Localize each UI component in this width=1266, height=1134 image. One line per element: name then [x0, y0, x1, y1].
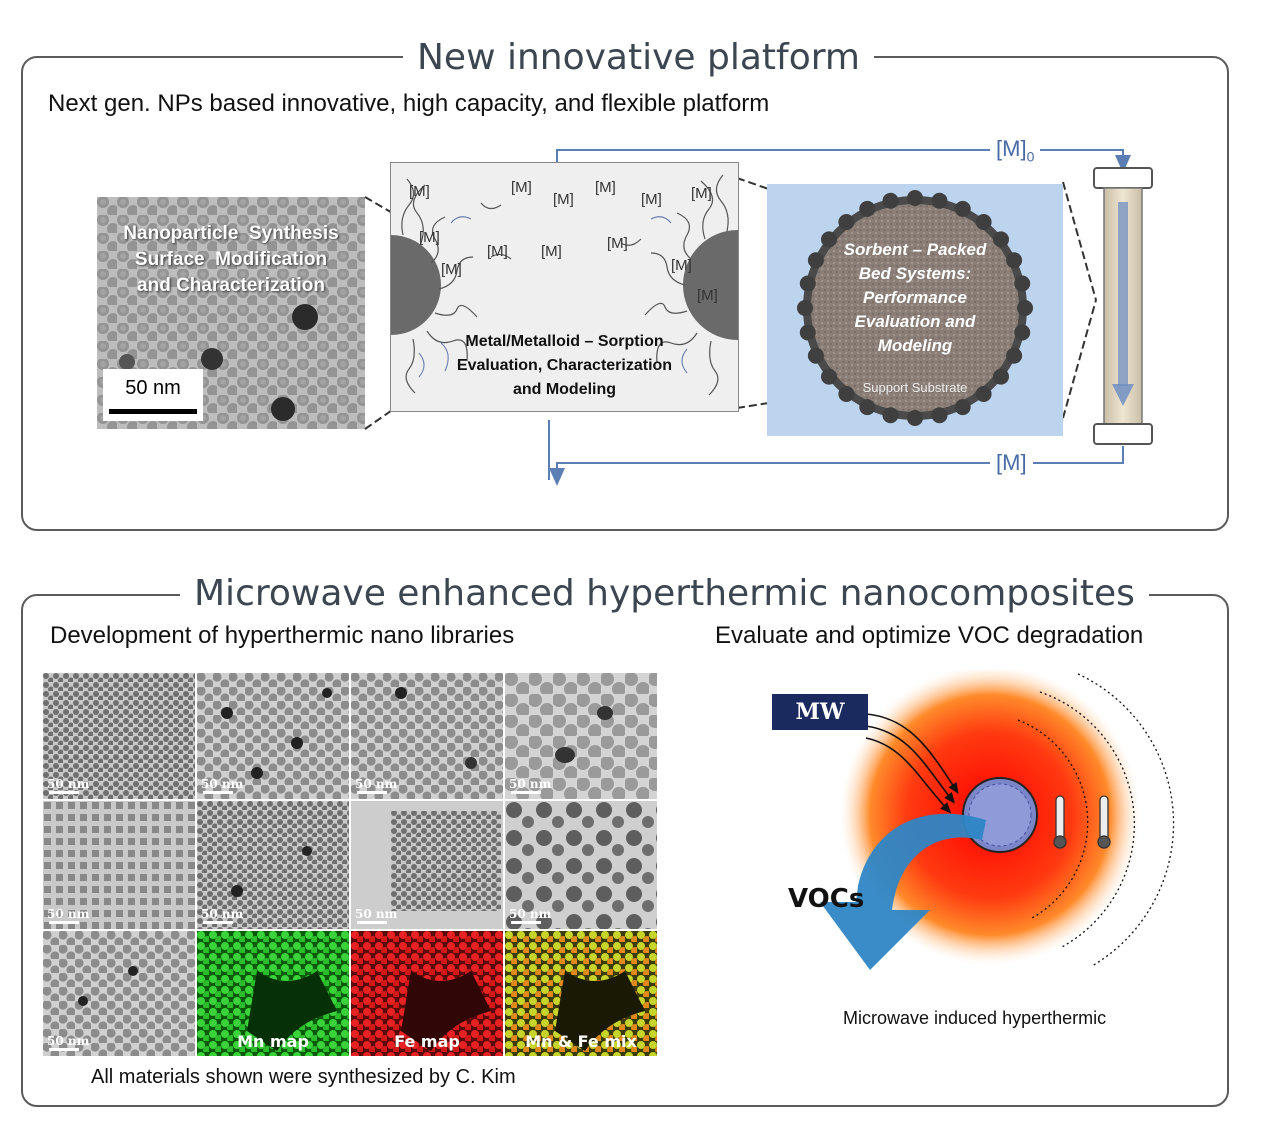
sorbent-bead	[993, 231, 1009, 248]
metal-label-2: [M]	[511, 179, 532, 196]
sorbent-bead	[807, 347, 824, 364]
metal-label-11: [M]	[441, 261, 462, 278]
sorbent-bead	[859, 399, 876, 416]
sorbent-bead	[907, 410, 923, 426]
metal-label-5: [M]	[641, 191, 662, 208]
fe-map-label: Fe map	[394, 1032, 460, 1051]
sorbent-bead	[931, 192, 948, 209]
metal-label-9: [M]	[541, 243, 562, 260]
tem-cell: 50 nm	[504, 800, 658, 930]
tem-cell: 50 nm	[196, 672, 350, 800]
sorbent-bead	[1014, 275, 1031, 292]
sorbent-bead	[993, 368, 1009, 385]
sorbent-bead	[975, 214, 992, 230]
platform-panel-title: New innovative platform	[403, 36, 874, 80]
tem-text-3: and Characterization	[137, 275, 325, 296]
sorbent-bead	[799, 275, 816, 292]
sorbent-bead	[954, 399, 971, 416]
sorbent-bead	[882, 407, 899, 424]
sorbent-bead	[1006, 252, 1023, 269]
tem-grid: 50 nm 50 nm 50 nm 50 nm 50 nm 50 nm 50 n…	[42, 672, 658, 1057]
thermometer-icon	[1097, 795, 1111, 849]
nano-libraries-heading: Development of hyperthermic nano librari…	[50, 622, 515, 649]
sorbent-bead	[1014, 324, 1031, 341]
metal-label-3: [M]	[553, 191, 574, 208]
voc-heading: Evaluate and optimize VOC degradation	[715, 622, 1144, 649]
curved-arrow-icon	[820, 813, 986, 970]
flow-in-label: [M]0	[990, 136, 1041, 165]
sorbent-bead	[797, 300, 813, 316]
metal-label-1: [M]	[409, 183, 430, 200]
sorbent-bead	[931, 407, 948, 424]
sorbent-bead	[821, 231, 837, 248]
flow-in-subscript: 0	[1026, 148, 1035, 165]
sorbent-bead	[821, 368, 837, 385]
sorbent-bead	[1006, 347, 1023, 364]
tem-text-1: Nanoparticle Synthesis	[123, 223, 339, 244]
flow-out-label: [M]	[990, 450, 1033, 476]
tem-cell: 50 nm	[504, 672, 658, 800]
sorbent-bead	[975, 386, 992, 402]
metal-label-6: [M]	[691, 185, 712, 202]
sorbent-text-4: Evaluation and	[854, 312, 976, 331]
sorbent-bead	[799, 324, 816, 341]
scale-bar-line	[109, 409, 197, 414]
packed-column	[1090, 166, 1156, 448]
tem-cell: 50 nm	[196, 800, 350, 930]
mix-map-label: Mn & Fe mix	[525, 1032, 637, 1051]
sorbent-box: Sorbent – Packed Bed Systems: Performanc…	[767, 184, 1063, 436]
sorbent-bead	[838, 214, 855, 230]
microwave-caption: Microwave induced hyperthermic	[843, 1008, 1107, 1028]
sorbent-bead	[882, 192, 899, 209]
tem-cell: 50 nm	[350, 800, 504, 930]
tem-text-2: Surface Modification	[134, 249, 328, 270]
sorption-text-3: and Modeling	[512, 381, 617, 398]
sorbent-text-1: Sorbent – Packed	[843, 240, 987, 259]
scale-bar-box: 50 nm	[103, 369, 203, 421]
sorbent-bead	[1017, 300, 1033, 316]
metal-label-8: [M]	[487, 243, 508, 260]
metal-label-4: [M]	[595, 179, 616, 196]
sorption-text-1: Metal/Metalloid – Sorption	[465, 333, 664, 350]
metal-label-12: [M]	[671, 257, 692, 274]
mix-map-cell: Mn & Fe mix	[504, 930, 658, 1057]
flow-in-text: [M]	[996, 136, 1027, 161]
vocs-label: VOCs	[788, 884, 865, 914]
sorbent-bead	[954, 200, 971, 217]
tem-cell: 50 nm	[42, 930, 196, 1057]
tem-cell: 50 nm	[350, 672, 504, 800]
mn-map-cell: Mn map	[196, 930, 350, 1057]
microwave-panel-title: Microwave enhanced hyperthermic nanocomp…	[180, 572, 1149, 616]
metal-label-13: [M]	[697, 287, 718, 304]
scale-bar-label: 50 nm	[125, 377, 181, 399]
tem-image: Nanoparticle Synthesis Surface Modificat…	[97, 197, 365, 429]
support-substrate-label: Support Substrate	[862, 380, 968, 395]
sorbent-bead	[807, 252, 824, 269]
sorbent-bead	[859, 200, 876, 217]
mn-map-label: Mn map	[237, 1032, 309, 1051]
tem-cell: 50 nm	[42, 672, 196, 800]
sorbent-text-3: Performance	[863, 288, 967, 307]
synthesis-credit: All materials shown were synthesized by …	[91, 1066, 516, 1088]
fe-map-cell: Fe map	[350, 930, 504, 1057]
tem-cell: 50 nm	[42, 800, 196, 930]
sorbent-bead	[838, 386, 855, 402]
mw-label-box: MW	[772, 694, 868, 730]
sorbent-bead	[907, 190, 923, 206]
metal-label-7: [M]	[419, 229, 440, 246]
sorbent-text-5: Modeling	[877, 336, 953, 355]
sorption-box: [M] [M] [M] [M] [M] [M] [M] [M] [M] [M] …	[390, 162, 739, 412]
sorbent-text-2: Bed Systems:	[858, 264, 972, 283]
metal-label-10: [M]	[607, 235, 628, 252]
sorption-text-2: Evaluation, Characterization	[456, 357, 673, 374]
platform-subtitle: Next gen. NPs based innovative, high cap…	[48, 90, 770, 117]
thermometer-icon	[1053, 795, 1067, 849]
microwave-diagram: MW VOCs	[760, 665, 1190, 980]
down-arrow-icon	[1112, 384, 1134, 406]
